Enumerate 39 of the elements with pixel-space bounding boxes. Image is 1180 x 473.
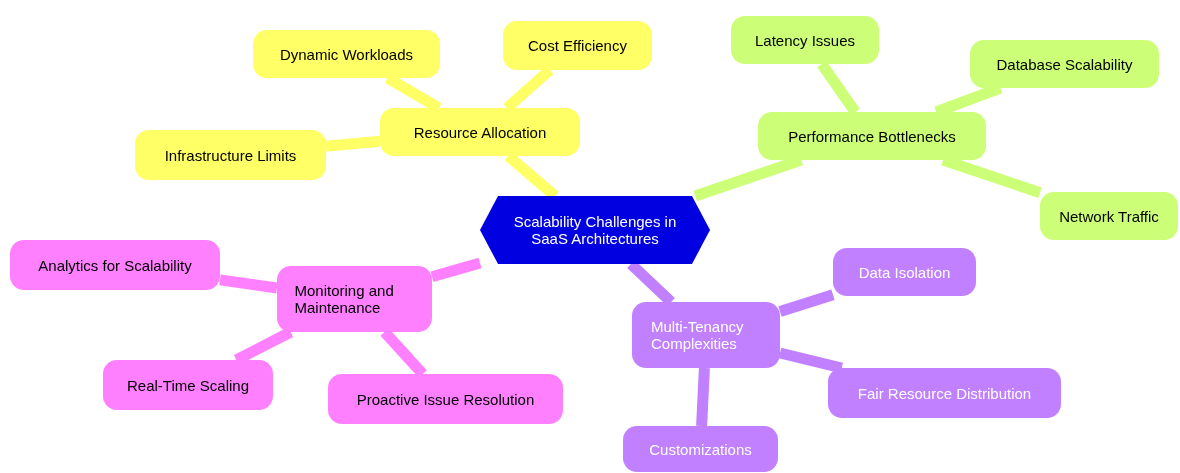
connector-line [778, 347, 843, 374]
topic-box [758, 112, 986, 160]
topic-label: Scalability Challenges in SaaS Architectures [512, 213, 678, 247]
topic-label: Dynamic Workloads [279, 45, 414, 63]
connector-line [430, 257, 482, 283]
topic-label: Real-Time Scaling [127, 376, 249, 394]
connector-line [219, 274, 278, 294]
topic-label: Database Scalability [996, 55, 1133, 73]
topic-label: Analytics for Scalability [38, 256, 192, 274]
topic-box [632, 302, 780, 368]
topic-box [833, 248, 976, 296]
topic-box [970, 40, 1159, 88]
topic-box [277, 266, 432, 332]
topic-box [103, 360, 273, 410]
topic-label: Multi-Tenancy Complexities [651, 318, 745, 352]
topic-box [380, 108, 580, 156]
topic-box [503, 21, 652, 70]
topic-box [731, 16, 879, 64]
topic-label: Cost Efficiency [528, 37, 627, 54]
topic-label: Performance Bottlenecks [788, 127, 956, 145]
topic-label: Data Isolation [858, 263, 951, 281]
topic-box [10, 240, 220, 290]
connector-line [778, 289, 835, 317]
connector-line [696, 367, 710, 427]
topic-box [135, 130, 326, 180]
topic-box [328, 374, 563, 424]
topic-label: Fair Resource Distribution [857, 384, 1032, 402]
topic-box [1040, 192, 1178, 240]
connector-line [325, 135, 381, 152]
topic-label: Network Traffic [1059, 207, 1159, 225]
topic-label: Resource Allocation [413, 123, 547, 141]
topic-label: Customizations [649, 440, 752, 458]
topic-box [828, 368, 1061, 418]
topic-label: Monitoring and Maintenance [294, 282, 395, 316]
topic-box [623, 426, 778, 472]
topic-label: Infrastructure Limits [164, 146, 297, 164]
topic-box [253, 30, 440, 78]
topic-label: Latency Issues [754, 31, 856, 49]
topic-label: Proactive Issue Resolution [356, 390, 535, 408]
